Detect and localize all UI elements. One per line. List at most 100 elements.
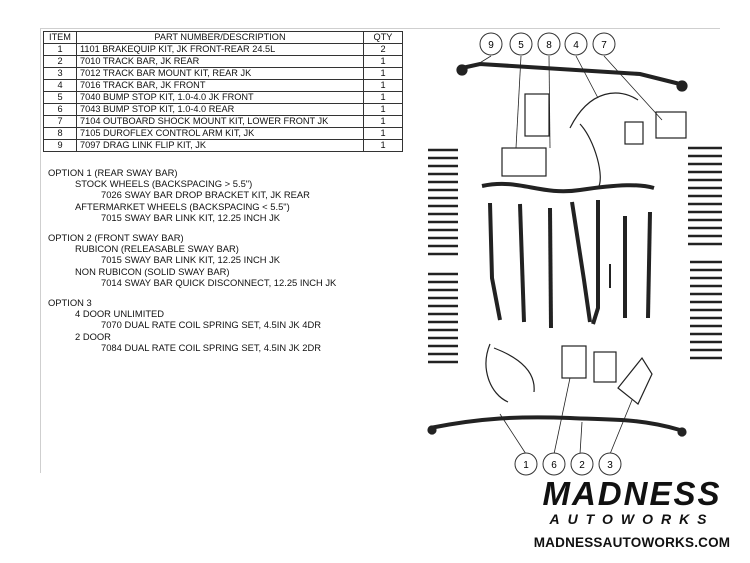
callout-5: 5 [509, 32, 533, 56]
option3-a-part: 7070 DUAL RATE COIL SPRING SET, 4.5IN JK… [101, 319, 322, 331]
item-number: 3 [43, 67, 77, 80]
option2-a: RUBICON (RELEASABLE SWAY BAR) [75, 243, 239, 255]
item-number: 6 [43, 103, 77, 116]
part-description: 7040 BUMP STOP KIT, 1.0-4.0 JK FRONT [76, 91, 364, 104]
option1-a-part: 7026 SWAY BAR DROP BRACKET KIT, JK REAR [101, 189, 310, 201]
part-qty: 1 [363, 115, 403, 128]
callout-8: 8 [537, 32, 561, 56]
header-description: PART NUMBER/DESCRIPTION [76, 31, 364, 44]
control-arms [488, 200, 652, 329]
option3-title: OPTION 3 [48, 297, 92, 309]
part-description: 1101 BRAKEQUIP KIT, JK FRONT-REAR 24.5L [76, 43, 364, 56]
svg-text:6: 6 [551, 460, 557, 471]
track-bar-end-left [427, 425, 437, 435]
leader-lines-top [477, 55, 663, 149]
item-number: 7 [43, 115, 77, 128]
svg-text:5: 5 [518, 40, 524, 51]
parts-table-header: ITEM PART NUMBER/DESCRIPTION QTY [43, 31, 403, 44]
brake-hose-upper [569, 92, 639, 189]
option2-a-part: 7015 SWAY BAR LINK KIT, 12.25 INCH JK [101, 254, 281, 266]
svg-text:2: 2 [579, 460, 585, 471]
brand-sub: AUTOWORKS [549, 511, 715, 527]
callout-2: 2 [570, 452, 594, 476]
option2-b-part: 7014 SWAY BAR QUICK DISCONNECT, 12.25 IN… [101, 276, 337, 288]
bump-stop-spacers [501, 147, 547, 177]
option1-b-part: 7015 SWAY BAR LINK KIT, 12.25 INCH JK [101, 211, 281, 223]
bump-stop-kit-rear [561, 345, 587, 379]
header-item: ITEM [43, 31, 77, 44]
option3-b: 2 DOOR [75, 330, 111, 342]
part-description: 7016 TRACK BAR, JK FRONT [76, 79, 364, 92]
callout-1: 1 [514, 452, 538, 476]
part-description: 7097 DRAG LINK FLIP KIT, JK [76, 139, 364, 152]
coil-spring-left-upper [428, 148, 458, 256]
part-description: 7104 OUTBOARD SHOCK MOUNT KIT, LOWER FRO… [76, 115, 364, 128]
option3-a: 4 DOOR UNLIMITED [75, 308, 165, 320]
part-description: 7012 TRACK BAR MOUNT KIT, REAR JK [76, 67, 364, 80]
svg-text:4: 4 [573, 40, 579, 51]
bump-stop-bracket-upper [524, 93, 550, 137]
part-qty: 1 [363, 79, 403, 92]
frame-top-border [40, 28, 720, 29]
part-description: 7043 BUMP STOP KIT, 1.0-4.0 REAR [76, 103, 364, 116]
brand-url[interactable]: MADNESSAUTOWORKS.COM [533, 535, 731, 550]
svg-text:9: 9 [488, 40, 494, 51]
part-description: 7010 TRACK BAR, JK REAR [76, 55, 364, 68]
coil-spring-left-lower [428, 272, 458, 364]
callout-9: 9 [479, 32, 503, 56]
callout-4: 4 [564, 32, 588, 56]
part-qty: 2 [363, 43, 403, 56]
coil-spring-right-upper [688, 146, 722, 246]
callout-7: 7 [592, 32, 616, 56]
brand-logo: MADNESS AUTOWORKS MADNESSAUTOWORKS.COM [532, 475, 732, 550]
option1-a: STOCK WHEELS (BACKSPACING > 5.5") [75, 178, 253, 190]
outboard-shock-mount [655, 111, 687, 139]
coil-spring-right-lower [690, 260, 722, 360]
callout-6: 6 [542, 452, 566, 476]
bump-stop-spacer-rear [593, 351, 617, 383]
drag-link [456, 61, 688, 92]
rear-track-bar [429, 415, 681, 432]
parts-exploded-diagram: 9 5 8 4 7 1 6 2 3 [427, 32, 722, 476]
option1-title: OPTION 1 (REAR SWAY BAR) [48, 167, 178, 178]
svg-text:7: 7 [601, 40, 607, 51]
svg-text:3: 3 [607, 460, 613, 471]
option1-b: AFTERMARKET WHEELS (BACKSPACING < 5.5") [75, 200, 290, 212]
part-qty: 1 [363, 127, 403, 140]
item-number: 2 [43, 55, 77, 68]
item-number: 5 [43, 91, 77, 104]
part-qty: 1 [363, 103, 403, 116]
option2-b: NON RUBICON (SOLID SWAY BAR) [75, 265, 230, 277]
part-qty: 1 [363, 91, 403, 104]
part-qty: 1 [363, 139, 403, 152]
svg-text:1: 1 [523, 460, 529, 471]
item-number: 4 [43, 79, 77, 92]
track-bar-end-right [677, 427, 687, 437]
part-qty: 1 [363, 67, 403, 80]
front-track-bar [481, 181, 655, 194]
item-number: 9 [43, 139, 77, 152]
part-description: 7105 DUROFLEX CONTROL ARM KIT, JK [76, 127, 364, 140]
track-bar-mount [617, 356, 653, 405]
option3-b-part: 7084 DUAL RATE COIL SPRING SET, 4.5IN JK… [101, 341, 322, 353]
callout-3: 3 [598, 452, 622, 476]
header-qty: QTY [363, 31, 403, 44]
item-number: 1 [43, 43, 77, 56]
frame-left-border [40, 28, 41, 473]
brand-name: MADNESS [542, 475, 722, 512]
option2-title: OPTION 2 (FRONT SWAY BAR) [48, 232, 184, 244]
svg-text:8: 8 [546, 40, 552, 51]
part-qty: 1 [363, 55, 403, 68]
brake-hose-lower [485, 343, 535, 403]
item-number: 8 [43, 127, 77, 140]
